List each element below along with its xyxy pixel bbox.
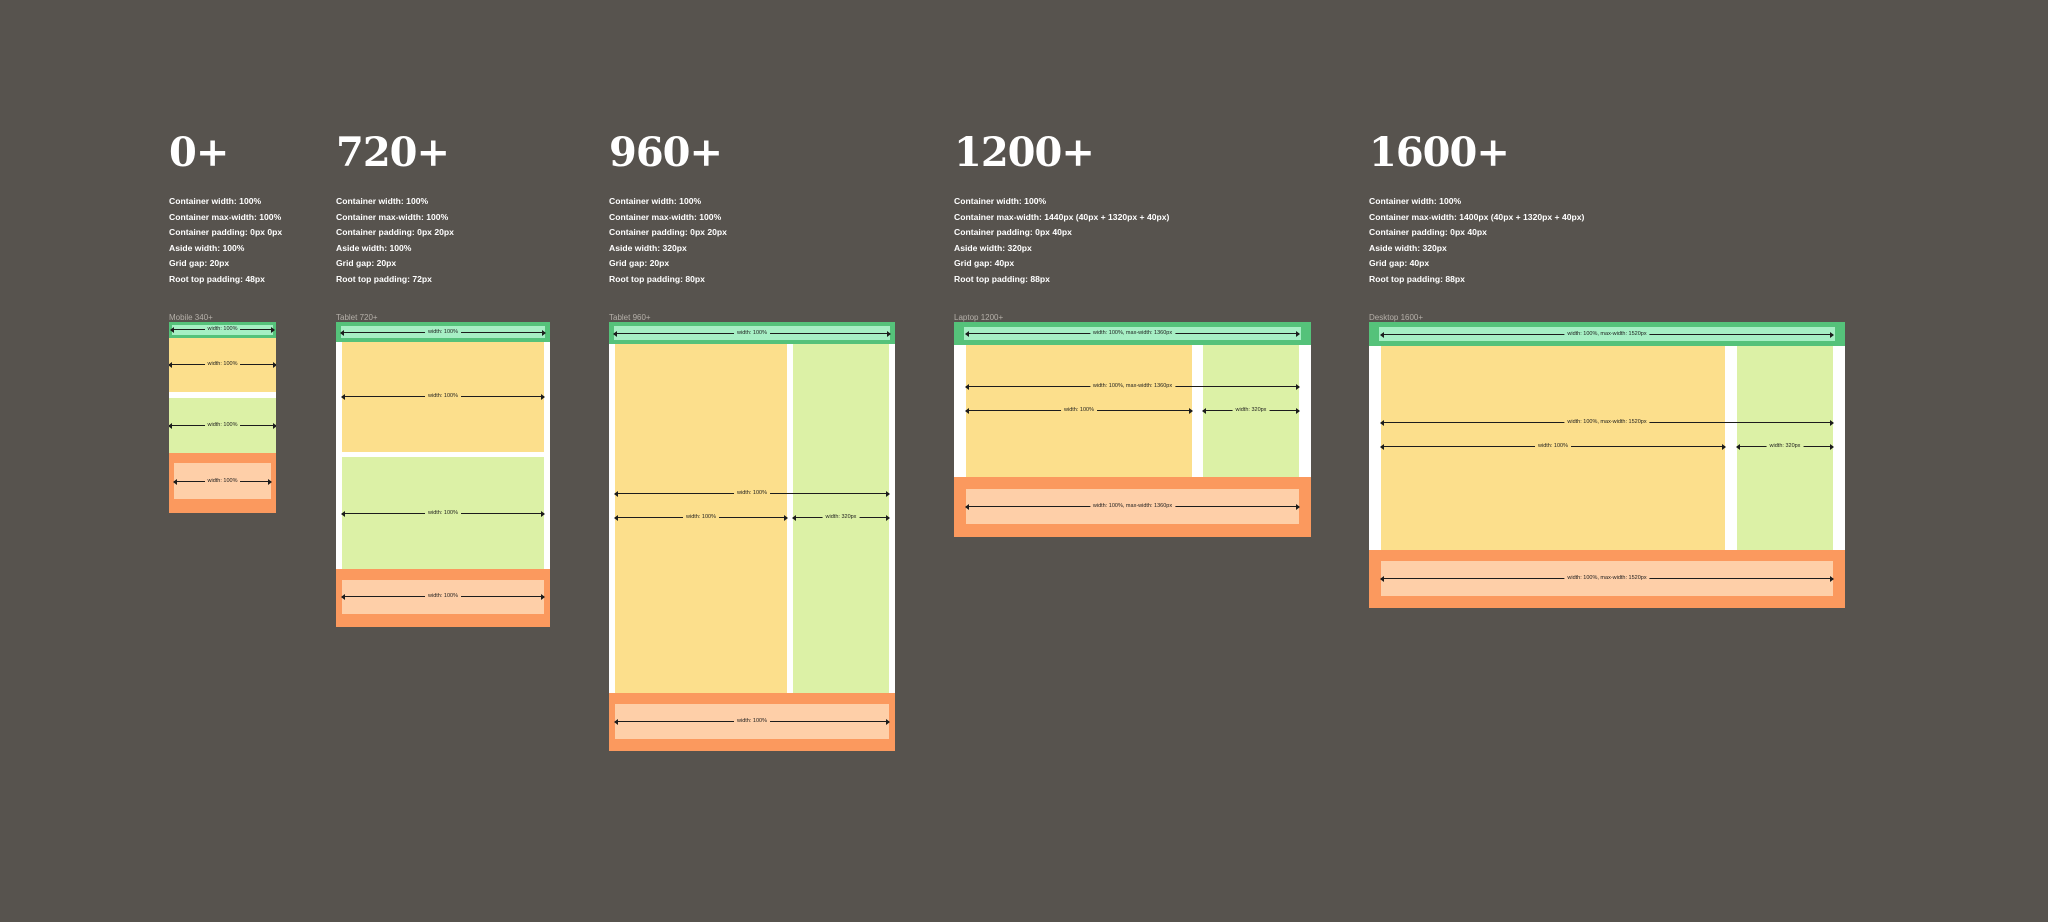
measure-label: width: 100%, max-width: 1360px <box>1089 329 1176 338</box>
measure-label: width: 100%, max-width: 1360px <box>1089 502 1176 511</box>
breakpoint-specs: Container width: 100% Container max-widt… <box>954 196 1169 289</box>
spec-aside-width: Aside width: 100% <box>169 242 245 253</box>
measure-label: width: 100% <box>425 328 461 337</box>
measure-label: width: 100% <box>204 477 241 486</box>
breakpoint-title: 1200+ <box>954 129 1095 176</box>
spec-container-padding: Container padding: 0px 0px <box>169 227 283 237</box>
aside-width-measure: width: 100% <box>341 509 545 518</box>
measure-label: width: 320px <box>1766 442 1804 451</box>
spec-grid-gap: Grid gap: 20px <box>609 258 670 268</box>
layout-frame: width: 100%, max-width: 1520px width: 10… <box>1369 322 1845 608</box>
layout-frame: width: 100% width: 100% width: 100% widt… <box>336 322 550 627</box>
layout-frame: width: 100% width: 100% width: 100% widt… <box>169 322 276 513</box>
frame-label: Tablet 720+ <box>336 313 378 322</box>
measure-label: width: 100%, max-width: 1520px <box>1564 330 1650 339</box>
aside-width-measure: width: 320px <box>792 513 890 522</box>
main-width-measure: width: 100% <box>614 513 788 522</box>
measure-label: width: 100% <box>1535 442 1571 451</box>
spec-container-width: Container width: 100% <box>1369 196 1462 206</box>
header-width-measure: width: 100% <box>613 329 891 338</box>
spec-root-top-padding: Root top padding: 88px <box>1369 273 1465 284</box>
content-width-measure: width: 100%, max-width: 1520px <box>1380 418 1834 427</box>
main-width-measure: width: 100% <box>169 360 276 369</box>
spec-aside-width: Aside width: 100% <box>336 242 412 253</box>
spec-root-top-padding: Root top padding: 48px <box>169 273 265 284</box>
content-width-measure: width: 100% <box>614 489 890 498</box>
measure-label: width: 100% <box>204 325 241 334</box>
measure-label: width: 100% <box>734 329 770 338</box>
measure-label: width: 100%, max-width: 1520px <box>1564 418 1650 427</box>
footer-width-measure: width: 100%, max-width: 1360px <box>965 502 1300 511</box>
spec-grid-gap: Grid gap: 40px <box>1369 258 1430 268</box>
breakpoint-title: 960+ <box>609 129 723 176</box>
measure-label: width: 100% <box>425 509 461 518</box>
spec-root-top-padding: Root top padding: 72px <box>336 273 432 284</box>
breakpoint-specs: Container width: 100% Container max-widt… <box>609 196 727 289</box>
measure-label: width: 100%, max-width: 1520px <box>1564 574 1650 583</box>
spec-aside-width: Aside width: 320px <box>1369 242 1447 253</box>
frame-label: Laptop 1200+ <box>954 313 1004 322</box>
footer-width-measure: width: 100% <box>341 592 545 601</box>
spec-container-width: Container width: 100% <box>609 196 702 206</box>
spec-aside-width: Aside width: 320px <box>609 242 687 253</box>
spec-grid-gap: Grid gap: 20px <box>169 258 230 268</box>
main-width-measure: width: 100% <box>1380 442 1726 451</box>
aside-width-measure: width: 320px <box>1736 442 1834 451</box>
footer-width-measure: width: 100% <box>173 477 272 486</box>
spec-aside-width: Aside width: 320px <box>954 242 1032 253</box>
spec-container-max-width: Container max-width: 1400px (40px + 1320… <box>1369 211 1585 222</box>
frame-label: Mobile 340+ <box>169 313 213 322</box>
breakpoint-specs: Container width: 100% Container max-widt… <box>1369 196 1584 289</box>
spec-container-max-width: Container max-width: 1440px (40px + 1320… <box>954 211 1170 222</box>
aside-width-measure: width: 100% <box>169 421 276 430</box>
spec-root-top-padding: Root top padding: 88px <box>954 273 1050 284</box>
breakpoint-title: 720+ <box>336 129 450 176</box>
header-width-measure: width: 100%, max-width: 1520px <box>1380 330 1834 339</box>
measure-label: width: 100% <box>734 489 770 498</box>
spec-container-width: Container width: 100% <box>336 196 429 206</box>
measure-label: width: 100% <box>204 360 241 369</box>
spec-container-width: Container width: 100% <box>954 196 1047 206</box>
spec-container-max-width: Container max-width: 100% <box>609 211 722 222</box>
spec-container-max-width: Container max-width: 100% <box>336 211 449 222</box>
header-width-measure: width: 100% <box>340 328 546 337</box>
main-width-measure: width: 100% <box>341 392 545 401</box>
layout-frame: width: 100% width: 100% width: 100% widt… <box>609 322 895 751</box>
measure-label: width: 100% <box>204 421 241 430</box>
content-width-measure: width: 100%, max-width: 1360px <box>965 382 1300 391</box>
breakpoint-title: 0+ <box>169 129 229 176</box>
spec-container-width: Container width: 100% <box>169 196 262 206</box>
spec-root-top-padding: Root top padding: 80px <box>609 273 705 284</box>
frame-label: Desktop 1600+ <box>1369 313 1424 322</box>
breakpoint-specs: Container width: 100% Container max-widt… <box>169 196 282 289</box>
spec-grid-gap: Grid gap: 40px <box>954 258 1015 268</box>
footer-width-measure: width: 100%, max-width: 1520px <box>1380 574 1834 583</box>
header-width-measure: width: 100%, max-width: 1360px <box>965 329 1300 338</box>
spec-container-max-width: Container max-width: 100% <box>169 211 282 222</box>
breakpoint-title: 1600+ <box>1369 129 1510 176</box>
aside-width-measure: width: 320px <box>1202 406 1300 415</box>
spec-grid-gap: Grid gap: 20px <box>336 258 397 268</box>
frame-label: Tablet 960+ <box>609 313 651 322</box>
spec-container-padding: Container padding: 0px 20px <box>609 227 727 237</box>
measure-label: width: 100% <box>425 592 461 601</box>
measure-label: width: 100% <box>425 392 461 401</box>
spec-container-padding: Container padding: 0px 20px <box>336 227 454 237</box>
breakpoint-specs: Container width: 100% Container max-widt… <box>336 196 454 289</box>
footer-width-measure: width: 100% <box>614 717 890 726</box>
measure-label: width: 100% <box>1061 406 1097 415</box>
layout-frame: width: 100%, max-width: 1360px width: 10… <box>954 322 1311 537</box>
measure-label: width: 320px <box>1232 406 1270 415</box>
measure-label: width: 100%, max-width: 1360px <box>1089 382 1176 391</box>
measure-label: width: 100% <box>683 513 719 522</box>
measure-label: width: 320px <box>822 513 860 522</box>
main-width-measure: width: 100% <box>965 406 1193 415</box>
header-width-measure: width: 100% <box>170 325 275 334</box>
measure-label: width: 100% <box>734 717 770 726</box>
spec-container-padding: Container padding: 0px 40px <box>954 227 1072 237</box>
spec-container-padding: Container padding: 0px 40px <box>1369 227 1487 237</box>
